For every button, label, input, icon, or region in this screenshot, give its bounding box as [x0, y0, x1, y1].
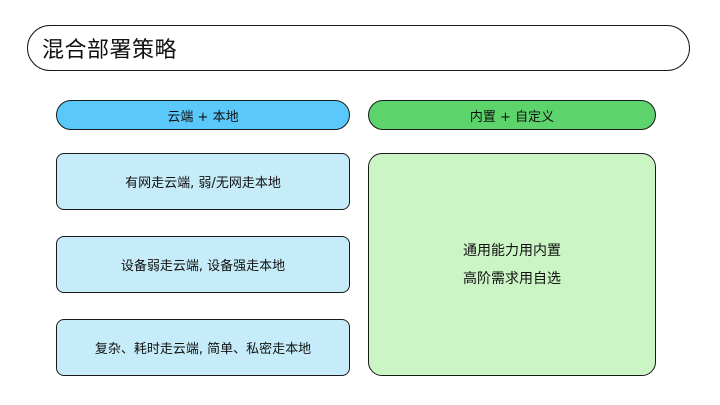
strategy-network-text: 有网走云端, 弱/无网走本地 — [125, 176, 281, 191]
builtin-custom-box: 通用能力用内置 高阶需求用自选 — [368, 153, 656, 376]
cloud-local-header-label: 云端 + 本地 — [167, 109, 239, 125]
builtin-custom-header-label: 内置 + 自定义 — [469, 109, 555, 125]
title-bar: 混合部署策略 — [27, 25, 690, 71]
strategy-complexity-text: 复杂、耗时走云端, 简单、私密走本地 — [94, 342, 312, 357]
strategy-box-complexity: 复杂、耗时走云端, 简单、私密走本地 — [56, 319, 350, 376]
page-title: 混合部署策略 — [42, 38, 178, 63]
cloud-local-header: 云端 + 本地 — [56, 100, 350, 130]
strategy-box-device: 设备弱走云端, 设备强走本地 — [56, 236, 350, 293]
builtin-line-general: 通用能力用内置 — [463, 242, 561, 259]
strategy-box-network: 有网走云端, 弱/无网走本地 — [56, 153, 350, 210]
builtin-line-advanced: 高阶需求用自选 — [463, 270, 561, 287]
strategy-device-text: 设备弱走云端, 设备强走本地 — [120, 259, 286, 274]
builtin-custom-header: 内置 + 自定义 — [368, 100, 656, 130]
